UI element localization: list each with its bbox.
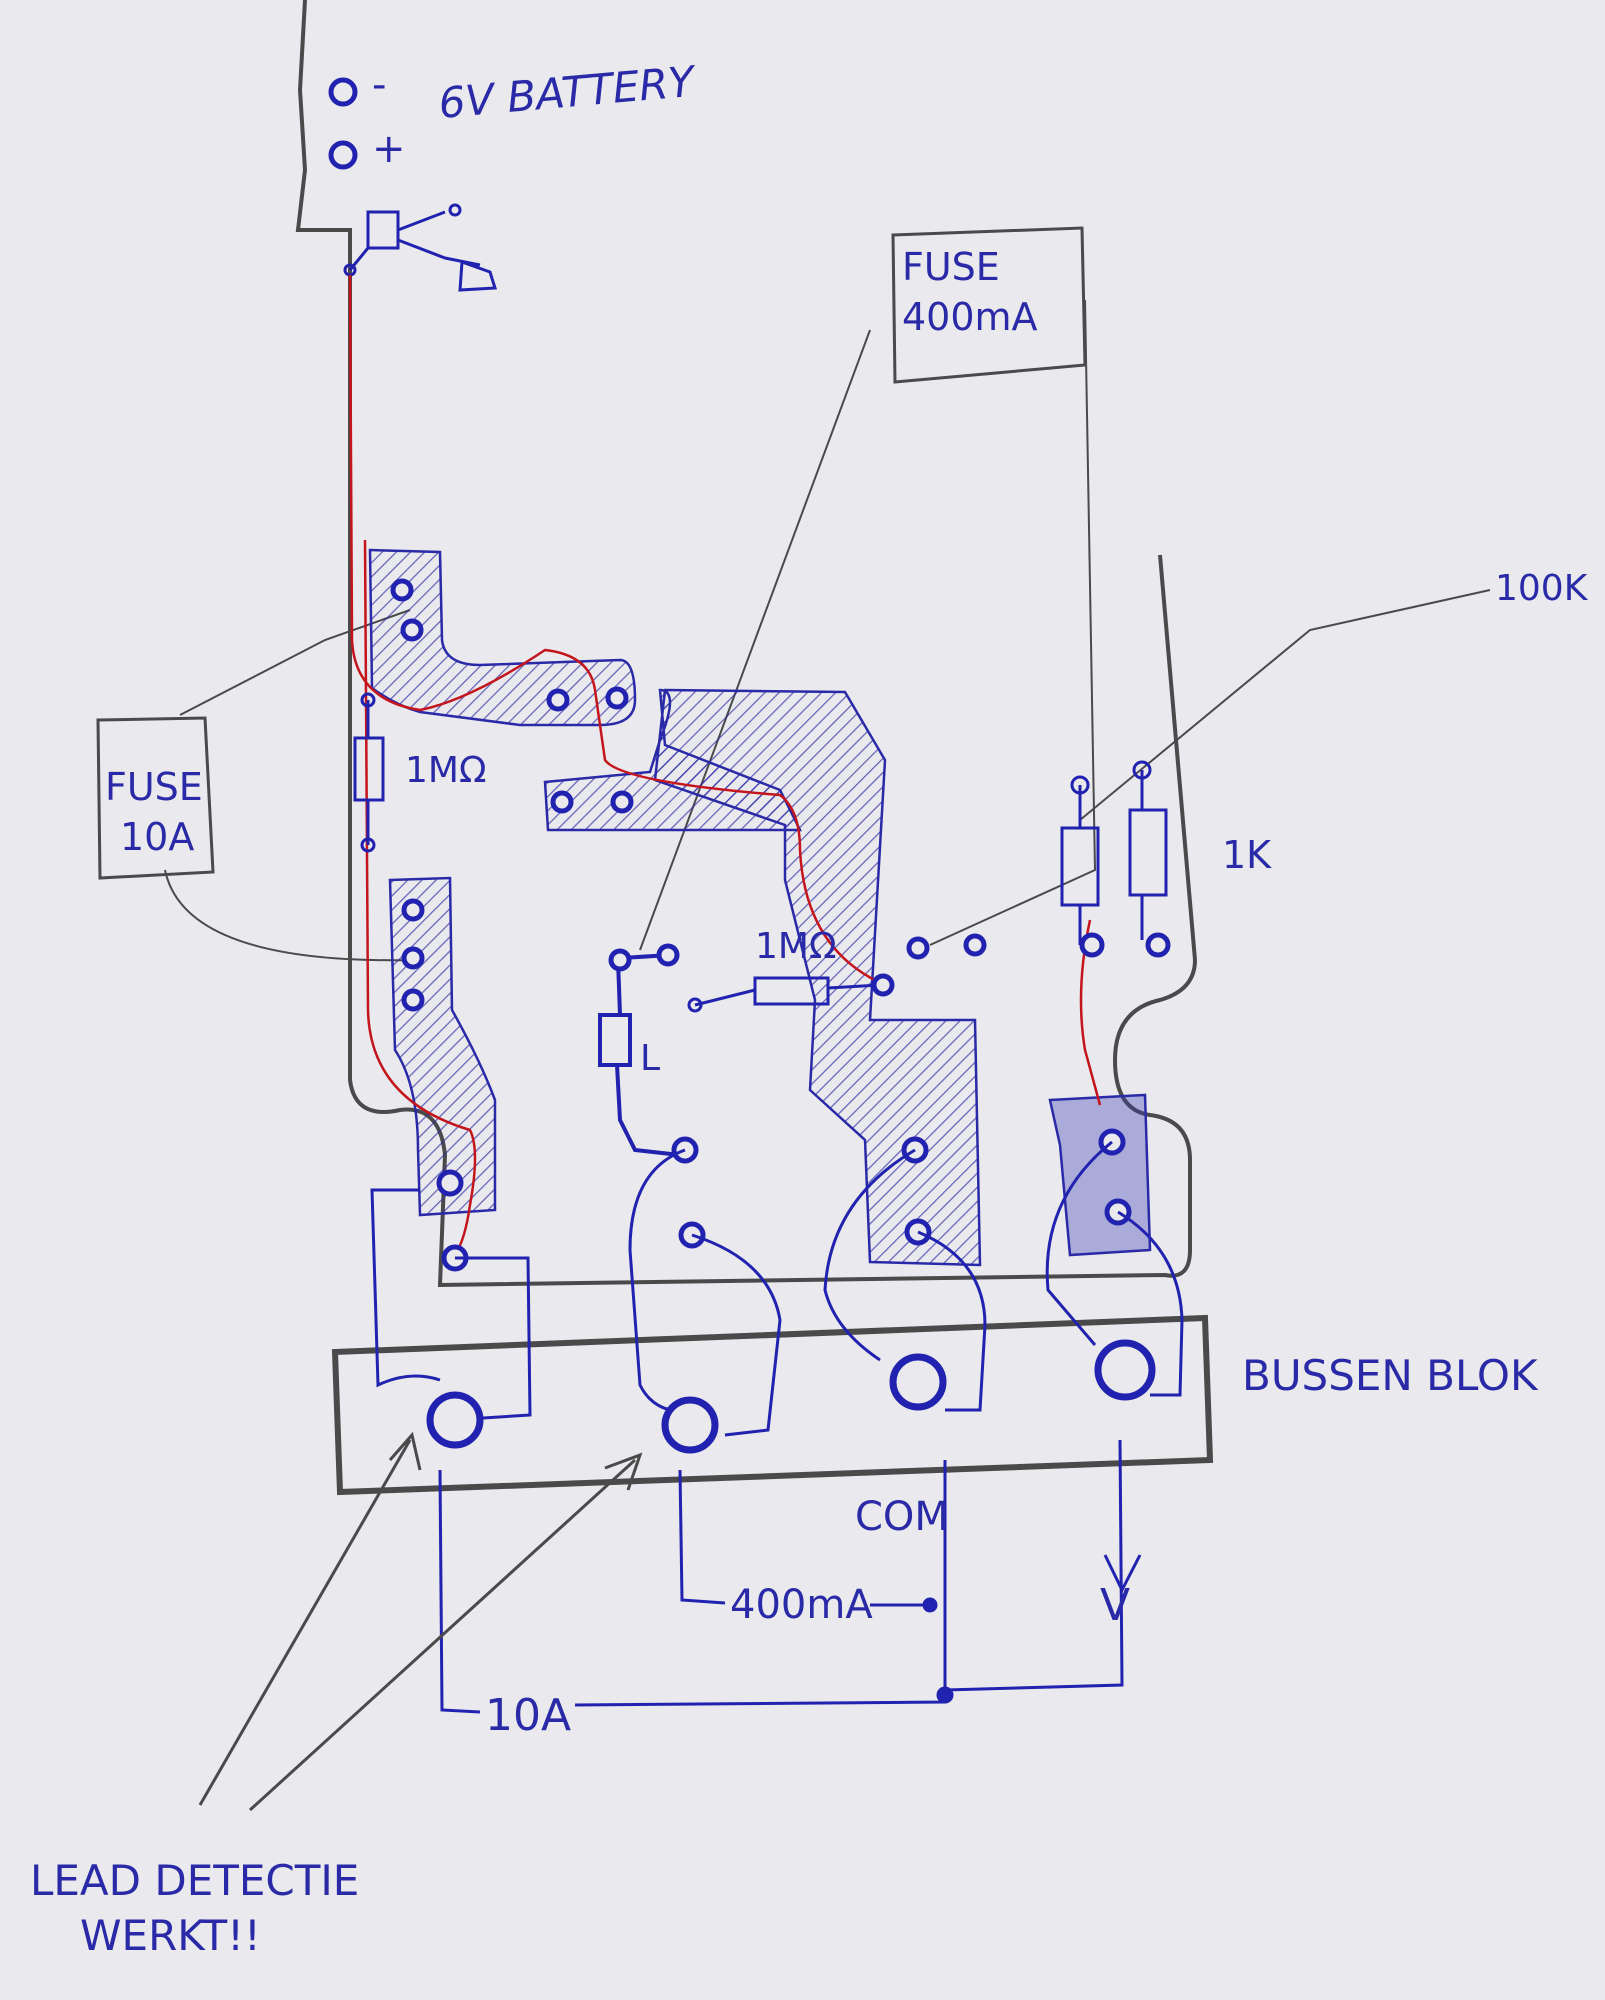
resistor-1K [1128,760,1171,958]
resistor-1M-left-label: 1MΩ [405,750,486,791]
board-outline [295,0,1198,1288]
battery-label: 6V BATTERY [437,57,700,128]
battery-minus-terminal [328,77,358,107]
battery-minus-sign: - [372,62,386,108]
fuse-400mA-line2: 400mA [902,295,1038,339]
bus-block-label: BUSSEN BLOK [1242,1351,1539,1400]
socket-v [1094,1339,1156,1401]
note-arrows [198,1431,643,1812]
resistor-100K-label: 100K [1495,568,1589,609]
terminal-10A-label: 10A [485,1690,571,1741]
resistor-1M-mid [687,976,881,1013]
pad-left-lower [388,876,497,1217]
socket-wiring [370,1140,1184,1437]
terminal-wiring [438,1439,1142,1714]
terminal-400mA-label: 400mA [730,1582,873,1628]
note-line1: LEAD DETECTIE [30,1856,359,1905]
sockets [426,1339,1156,1454]
fuse-400mA: FUSE 400mA [891,226,1087,384]
battery-plus-sign: + [372,126,406,172]
pencil-leaders [164,299,1491,962]
socket-com [889,1353,947,1411]
resistor-100K [1060,775,1105,958]
terminal-v-label: V [1100,1580,1130,1631]
socket-10A [426,1391,484,1449]
note-line2: WERKT!! [80,1911,261,1960]
resistor-1M-left [353,692,385,853]
socket-400mA [661,1396,719,1454]
inductor-label: L [640,1038,660,1079]
pad-right-solid [1048,1093,1152,1257]
fuse-400mA-line1: FUSE [902,245,1000,289]
battery-plus-terminal [328,140,358,170]
fuse-10A-line1: FUSE [105,765,203,809]
fuse-10A: FUSE 10A [96,716,215,880]
fuse-10A-line2: 10A [120,815,194,859]
resistor-1M-mid-label: 1MΩ [755,926,836,967]
copper-pads [368,548,1152,1267]
terminal-com-label: COM [855,1494,949,1540]
resistor-1K-label: 1K [1222,833,1272,877]
battery-terminals: - + 6V BATTERY [328,57,700,172]
switch-symbol [343,203,498,292]
bus-block: BUSSEN BLOK [331,1314,1539,1496]
